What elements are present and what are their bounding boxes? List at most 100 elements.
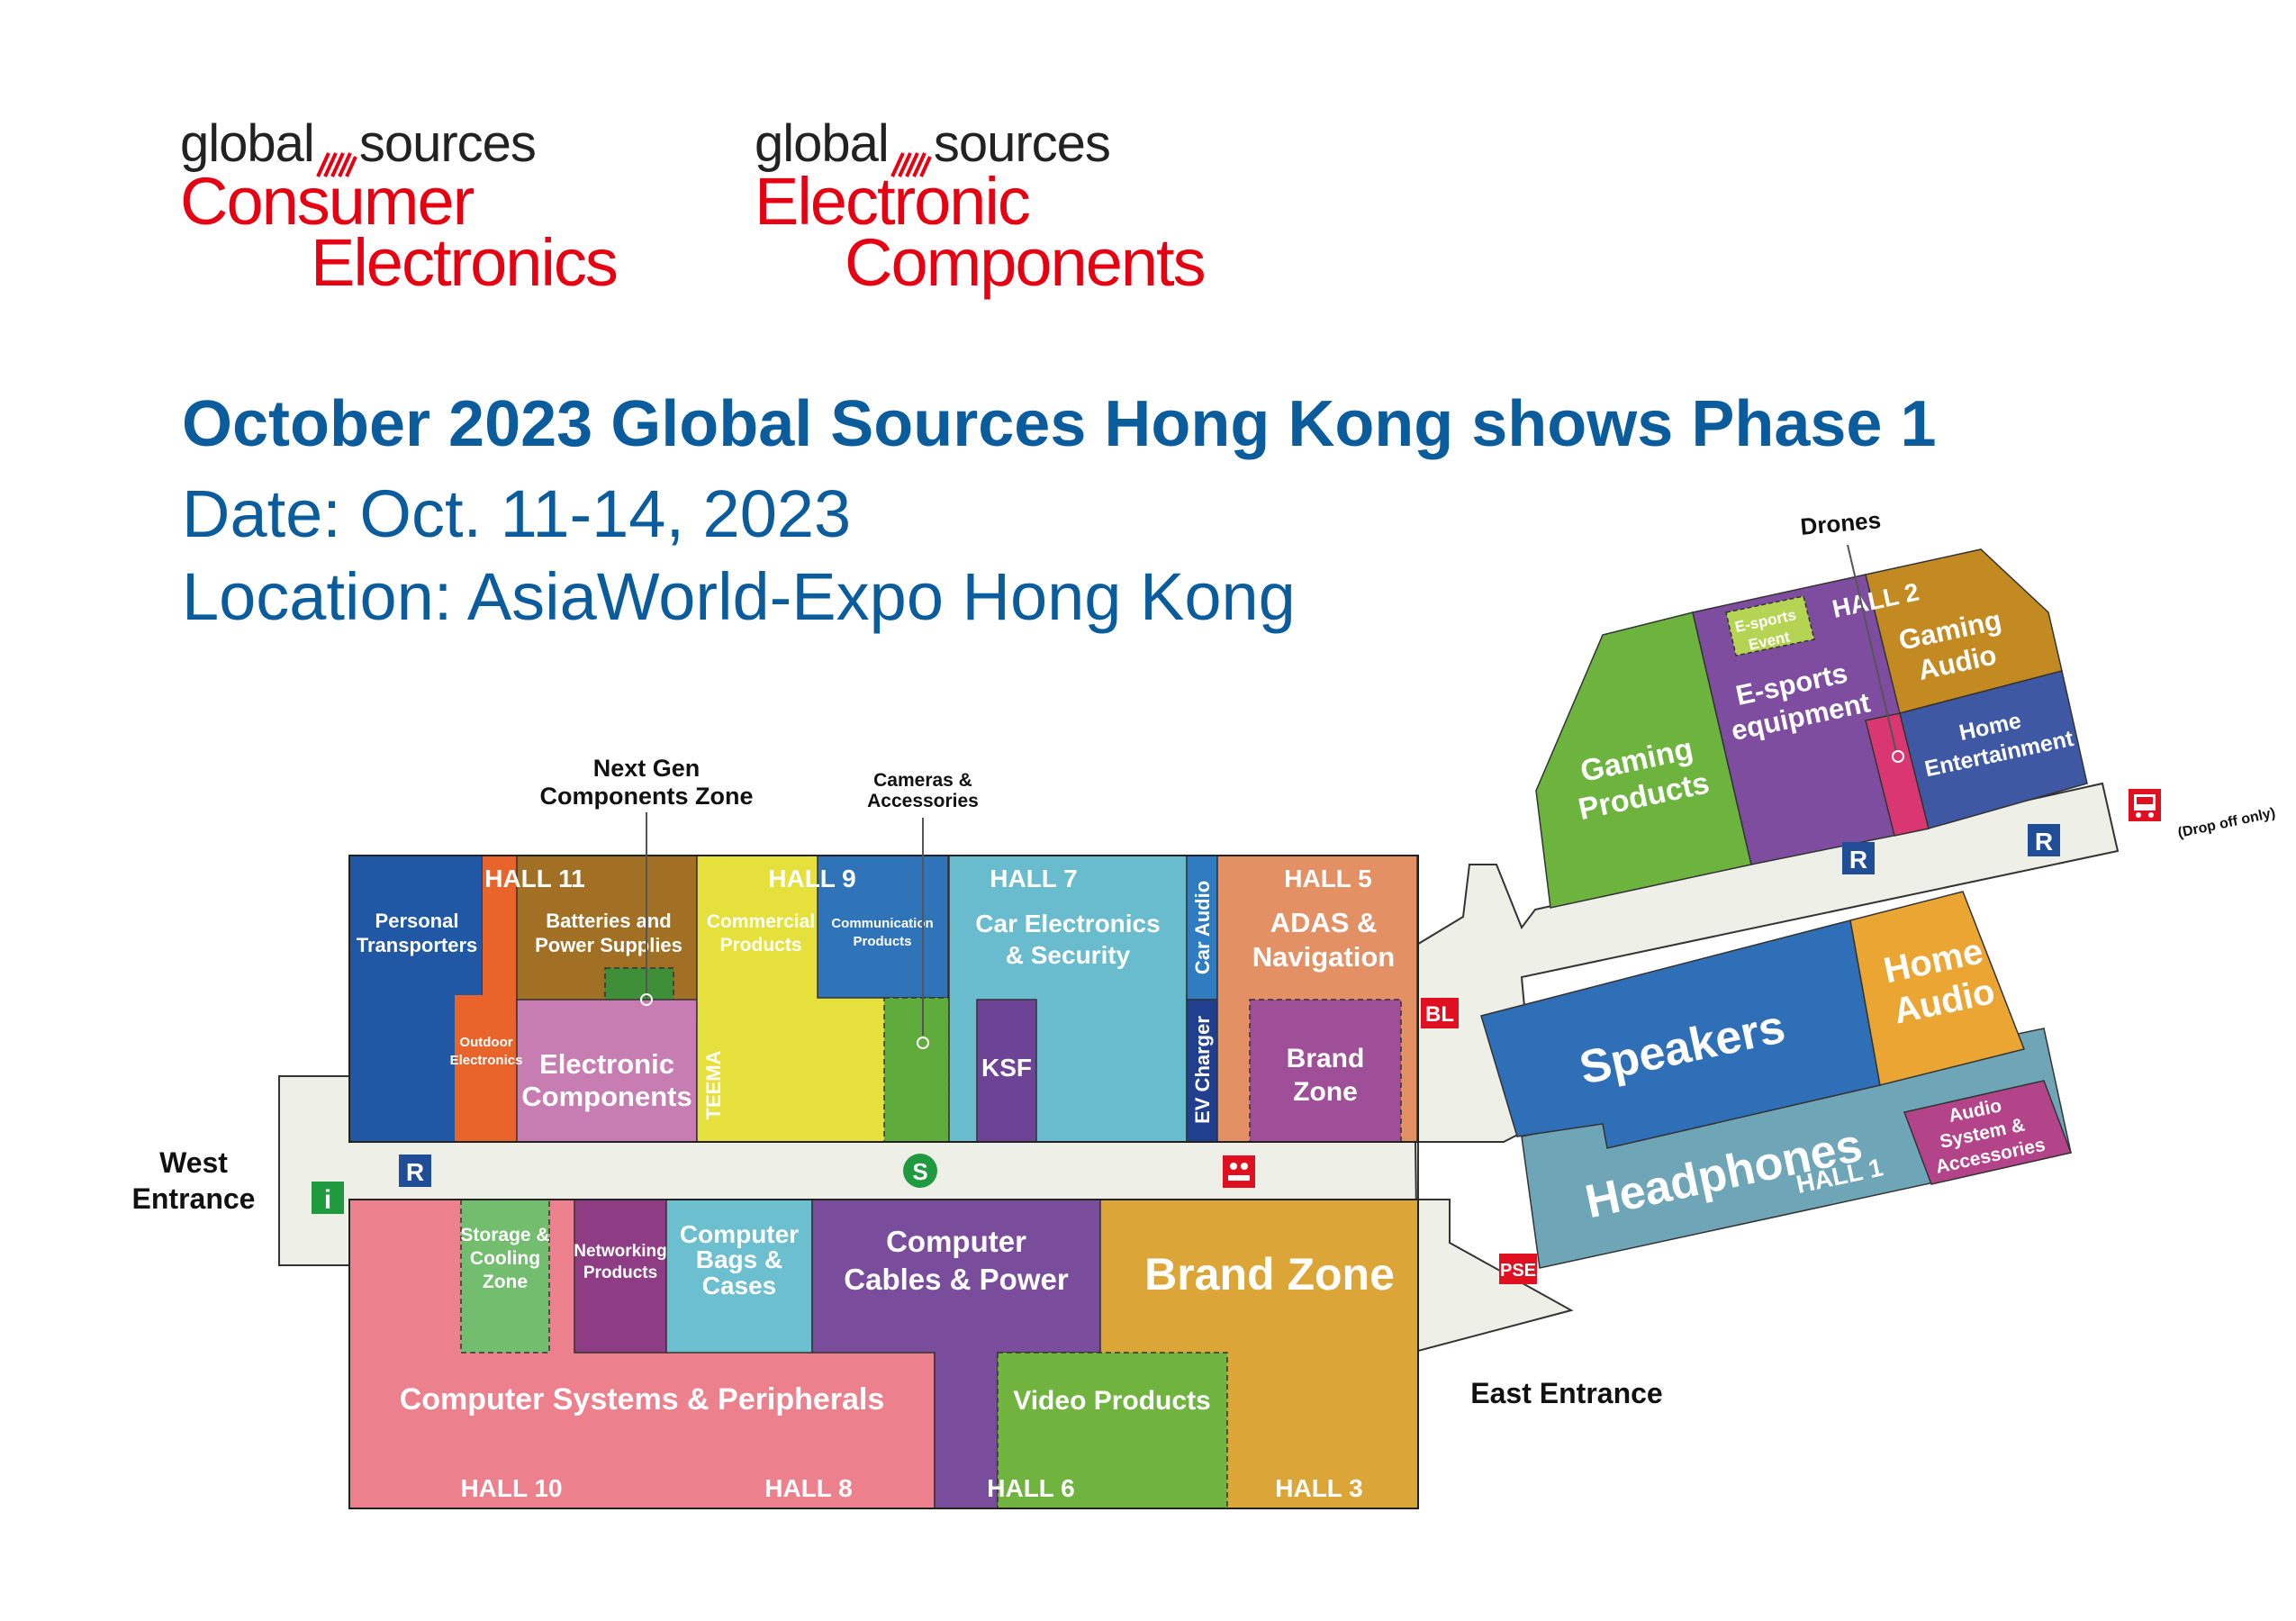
label-brand-zone-small: Brand	[1287, 1044, 1365, 1073]
zone-outdoor-electronics	[455, 995, 518, 1142]
entrances: West Entrance East Entrance	[132, 1146, 1663, 1409]
meeting-room-icon	[1223, 1155, 1255, 1188]
label-personal-transporters-2: Transporters	[357, 934, 478, 956]
svg-text:BL: BL	[1425, 1002, 1454, 1027]
label-communication-2: Products	[853, 934, 911, 949]
zone-computer-bags	[665, 1199, 813, 1354]
event-location: Location: AsiaWorld-Expo Hong Kong	[182, 559, 1296, 634]
callout-cameras-2: Accessories	[867, 791, 979, 811]
label-ksf: KSF	[981, 1054, 1032, 1082]
event-date: Date: Oct. 11-14, 2023	[182, 476, 852, 551]
label-personal-transporters: Personal	[375, 910, 459, 932]
bottom-halls	[348, 1199, 1419, 1509]
svg-text:i: i	[324, 1185, 331, 1215]
hall-7-label: HALL 7	[990, 865, 1078, 892]
top-halls	[348, 855, 1419, 1143]
label-brand-zone-small-2: Zone	[1293, 1077, 1358, 1107]
hall-3-label: HALL 3	[1275, 1474, 1363, 1502]
label-commercial: Commercial	[707, 911, 815, 932]
restroom-icon: R	[1842, 842, 1875, 874]
svg-text:PSE: PSE	[1500, 1261, 1536, 1281]
shop-icon: S	[903, 1154, 937, 1188]
label-ev-charger: EV Charger	[1191, 1016, 1214, 1124]
west-entrance-label: West	[159, 1146, 228, 1179]
info-icon: i	[312, 1182, 344, 1215]
label-electronic-components-2: Components	[521, 1081, 692, 1112]
label-video-products: Video Products	[1013, 1386, 1211, 1416]
restroom-icon: R	[399, 1155, 431, 1187]
zone-ksf	[976, 999, 1037, 1143]
callouts: Next Gen Components Zone Cameras & Acces…	[540, 506, 1904, 1049]
bl-icon: BL	[1421, 998, 1459, 1028]
east-corridor	[1415, 782, 2120, 1353]
hall-8-label: HALL 8	[764, 1474, 853, 1502]
svg-text:R: R	[406, 1158, 424, 1186]
bottom-halls-outline	[348, 1199, 1419, 1509]
callout-next-gen-2: Components Zone	[540, 783, 754, 810]
label-batteries: Batteries and	[546, 910, 671, 932]
restroom-icon: R	[2028, 824, 2060, 856]
zone-brand-zone-small	[1249, 999, 1402, 1143]
logo-slash-icon	[315, 134, 357, 177]
zone-electronic-components	[516, 999, 698, 1143]
label-adas: ADAS &	[1270, 907, 1378, 938]
label-outdoor-2: Electronics	[450, 1053, 523, 1068]
svg-text:S: S	[912, 1158, 927, 1185]
zone-gaming-audio	[1865, 548, 2063, 714]
label-networking: Networking	[574, 1242, 666, 1261]
label-computer-cables: Computer	[886, 1225, 1026, 1258]
label-computer-cables-2: Cables & Power	[844, 1263, 1069, 1296]
hall-2	[1535, 548, 2088, 909]
west-entrance-label-2: Entrance	[132, 1182, 256, 1215]
label-adas-2: Navigation	[1252, 941, 1395, 973]
label-storage: Storage &	[460, 1225, 549, 1245]
hall-11-label: HALL 11	[484, 865, 585, 892]
label-car-electronics: Car Electronics	[975, 910, 1160, 937]
page-title: October 2023 Global Sources Hong Kong sh…	[182, 388, 1937, 460]
zone-networking	[574, 1199, 667, 1354]
label-electronic-components: Electronic	[539, 1048, 674, 1080]
zone-gaming-products	[1535, 611, 1752, 909]
label-computer-bags: Computer	[680, 1220, 799, 1248]
zone-video-products	[997, 1352, 1228, 1509]
logo-line2: Components	[845, 225, 1207, 300]
hall-9-label: HALL 9	[768, 865, 856, 892]
label-brand-zone-big: Brand Zone	[1144, 1249, 1395, 1300]
zone-home-entertainment	[1899, 670, 2088, 829]
label-storage-2: Cooling	[470, 1248, 540, 1269]
bus-icon	[2129, 789, 2161, 821]
hall-5-label: HALL 5	[1284, 865, 1372, 892]
label-car-electronics-2: & Security	[1006, 941, 1131, 969]
label-computer-bags-3: Cases	[702, 1272, 777, 1300]
label-batteries-2: Power Supplies	[535, 934, 682, 956]
zone-ev-charger	[1186, 999, 1218, 1143]
label-outdoor: Outdoor	[459, 1035, 512, 1050]
zone-communication	[817, 855, 949, 999]
label-car-audio: Car Audio	[1191, 881, 1214, 974]
svg-text:R: R	[2035, 828, 2053, 856]
zone-audio-system	[1903, 1080, 2073, 1185]
zone-cameras	[883, 997, 950, 1143]
label-computer-systems: Computer Systems & Peripherals	[400, 1382, 885, 1417]
callout-next-gen: Next Gen	[593, 755, 701, 782]
hall-6-label: HALL 6	[987, 1474, 1075, 1502]
label-networking-2: Products	[583, 1263, 657, 1282]
label-communication: Communication	[831, 916, 933, 931]
callout-cameras: Cameras &	[873, 770, 972, 791]
drop-off-label: (Drop off only)	[2176, 805, 2276, 841]
zone-home-audio	[1849, 891, 2026, 1086]
logo-line1: Consumer	[180, 164, 475, 239]
logo-line1: Electronic	[755, 164, 1031, 239]
label-commercial-2: Products	[719, 935, 801, 955]
hall-10-label: HALL 10	[460, 1474, 562, 1502]
logo-slash-icon	[890, 134, 932, 177]
label-computer-bags-2: Bags &	[696, 1245, 782, 1273]
svg-text:R: R	[1849, 846, 1867, 874]
label-storage-3: Zone	[483, 1272, 528, 1292]
zone-storage	[460, 1199, 550, 1354]
zone-car-audio	[1186, 855, 1218, 1001]
